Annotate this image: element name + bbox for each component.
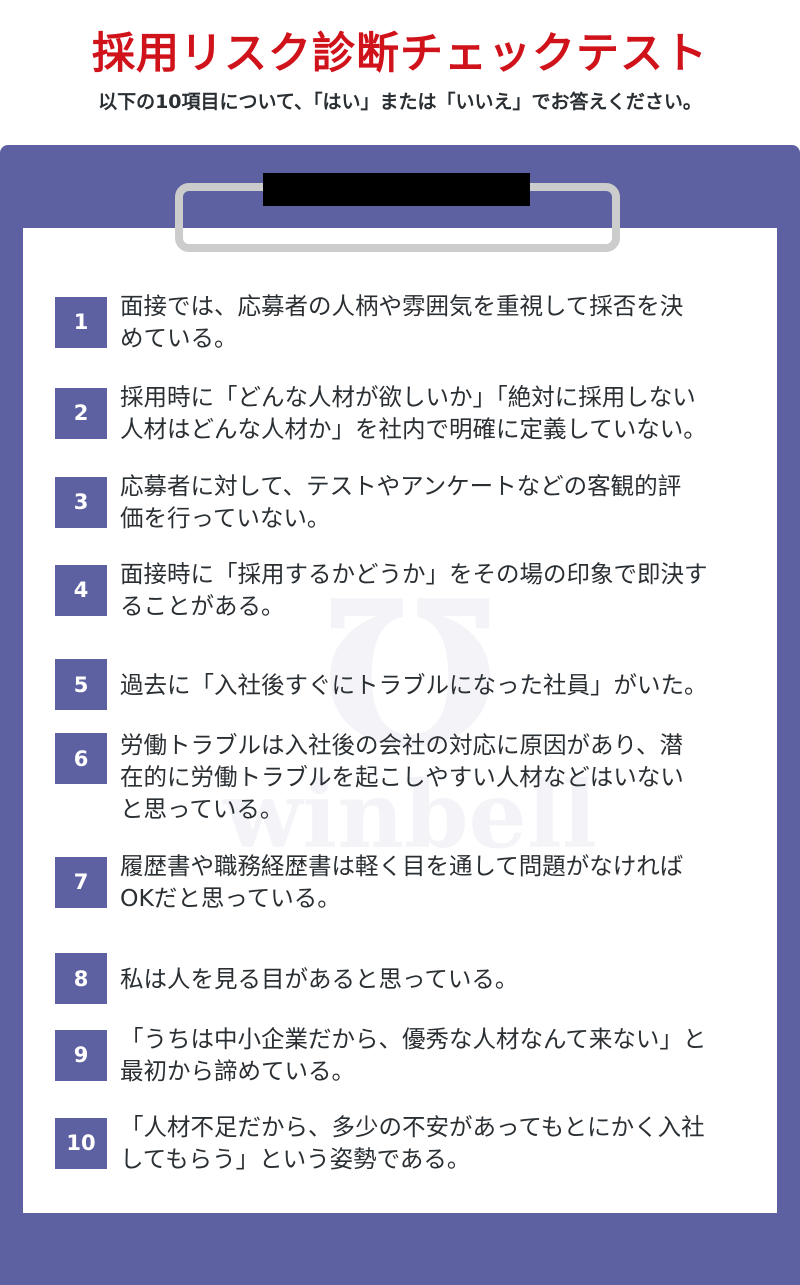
item-text-line: してもらう」という姿勢である。	[120, 1145, 471, 1173]
checklist-paper	[23, 228, 777, 1213]
item-text-line: 「人材不足だから、多少の不安があってもとにかく入社	[120, 1113, 705, 1141]
item-text: 「人材不足だから、多少の不安があってもとにかく入社してもらう」という姿勢である。	[120, 1111, 705, 1175]
checklist-item: 8 私は人を見る目があると思っている。	[55, 953, 518, 1004]
item-text: 面接時に「採用するかどうか」をその場の印象で即決することがある。	[120, 558, 708, 622]
checklist-item: 5 過去に「入社後すぐにトラブルになった社員」がいた。	[55, 659, 708, 710]
item-text: 面接では、応募者の人柄や雰囲気を重視して採否を決めている。	[120, 290, 683, 354]
item-text-line: 面接時に「採用するかどうか」をその場の印象で即決す	[120, 560, 708, 588]
checklist-item: 9「うちは中小企業だから、優秀な人材なんて来ない」と最初から諦めている。	[55, 1023, 706, 1087]
item-number-badge: 5	[55, 659, 107, 710]
item-text-line: 私は人を見る目があると思っている。	[120, 964, 519, 993]
item-text-line: OKだと思っている。	[120, 884, 341, 912]
item-text-line: 労働トラブルは入社後の会社の対応に原因があり、潜	[120, 731, 684, 759]
page-subtitle: 以下の10項目について、「はい」または「いいえ」でお答えください。	[98, 91, 702, 113]
clipboard-clip-bar	[263, 173, 530, 206]
item-number-badge: 9	[55, 1029, 107, 1081]
item-number-badge: 1	[55, 296, 107, 348]
checklist-item: 6 労働トラブルは入社後の会社の対応に原因があり、潜在的に労働トラブルを起こしやす…	[55, 729, 684, 825]
item-text: 「うちは中小企業だから、優秀な人材なんて来ない」と最初から諦めている。	[120, 1023, 706, 1087]
item-number-badge: 7	[55, 856, 107, 908]
item-text: 労働トラブルは入社後の会社の対応に原因があり、潜在的に労働トラブルを起こしやすい…	[120, 729, 684, 825]
item-text-line: 人材はどんな人材か」を社内で明確に定義していない。	[120, 415, 707, 443]
item-text-line: 過去に「入社後すぐにトラブルになった社員」がいた。	[120, 670, 708, 699]
item-text: 採用時に「どんな人材が欲しいか」「絶対に採用しない人材はどんな人材か」を社内で明…	[120, 381, 707, 445]
item-text: 履歴書や職務経歴書は軽く目を通して問題がなければ OKだと思っている。	[120, 850, 683, 914]
item-text-line: 「うちは中小企業だから、優秀な人材なんて来ない」と	[120, 1025, 707, 1053]
item-text: 応募者に対して、テストやアンケートなどの客観的評価を行っていない。	[120, 470, 681, 534]
item-number-badge: 6	[55, 733, 107, 784]
item-text-line: 価を行っていない。	[120, 504, 331, 532]
item-text-line: 最初から諦めている。	[120, 1057, 355, 1085]
item-number-badge: 2	[55, 387, 107, 439]
item-text: 過去に「入社後すぐにトラブルになった社員」がいた。	[120, 669, 708, 701]
item-number-badge: 3	[55, 476, 107, 528]
item-text-line: めている。	[120, 324, 238, 352]
item-text-line: 面接では、応募者の人柄や雰囲気を重視して採否を決	[120, 292, 684, 320]
checklist-item: 7 履歴書や職務経歴書は軽く目を通して問題がなければ OKだと思っている。	[55, 850, 683, 914]
item-text-line: と思っている。	[120, 795, 284, 823]
item-text-line: 履歴書や職務経歴書は軽く目を通して問題がなければ	[120, 852, 684, 880]
item-text-line: 在的に労働トラブルを起こしやすい人材などはいない	[120, 763, 684, 791]
item-text-line: 採用時に「どんな人材が欲しいか」「絶対に採用しない	[120, 383, 696, 411]
page-title: 採用リスク診断チェックテスト	[92, 29, 708, 79]
item-number-badge: 10	[55, 1117, 107, 1169]
checklist-item: 10「人材不足だから、多少の不安があってもとにかく入社してもらう」という姿勢であ…	[55, 1111, 705, 1175]
item-number-badge: 8	[55, 953, 107, 1004]
item-text-line: 応募者に対して、テストやアンケートなどの客観的評	[120, 472, 682, 500]
item-text-line: ることがある。	[120, 592, 285, 620]
item-text: 私は人を見る目があると思っている。	[120, 963, 518, 995]
item-number-badge: 4	[55, 564, 107, 616]
